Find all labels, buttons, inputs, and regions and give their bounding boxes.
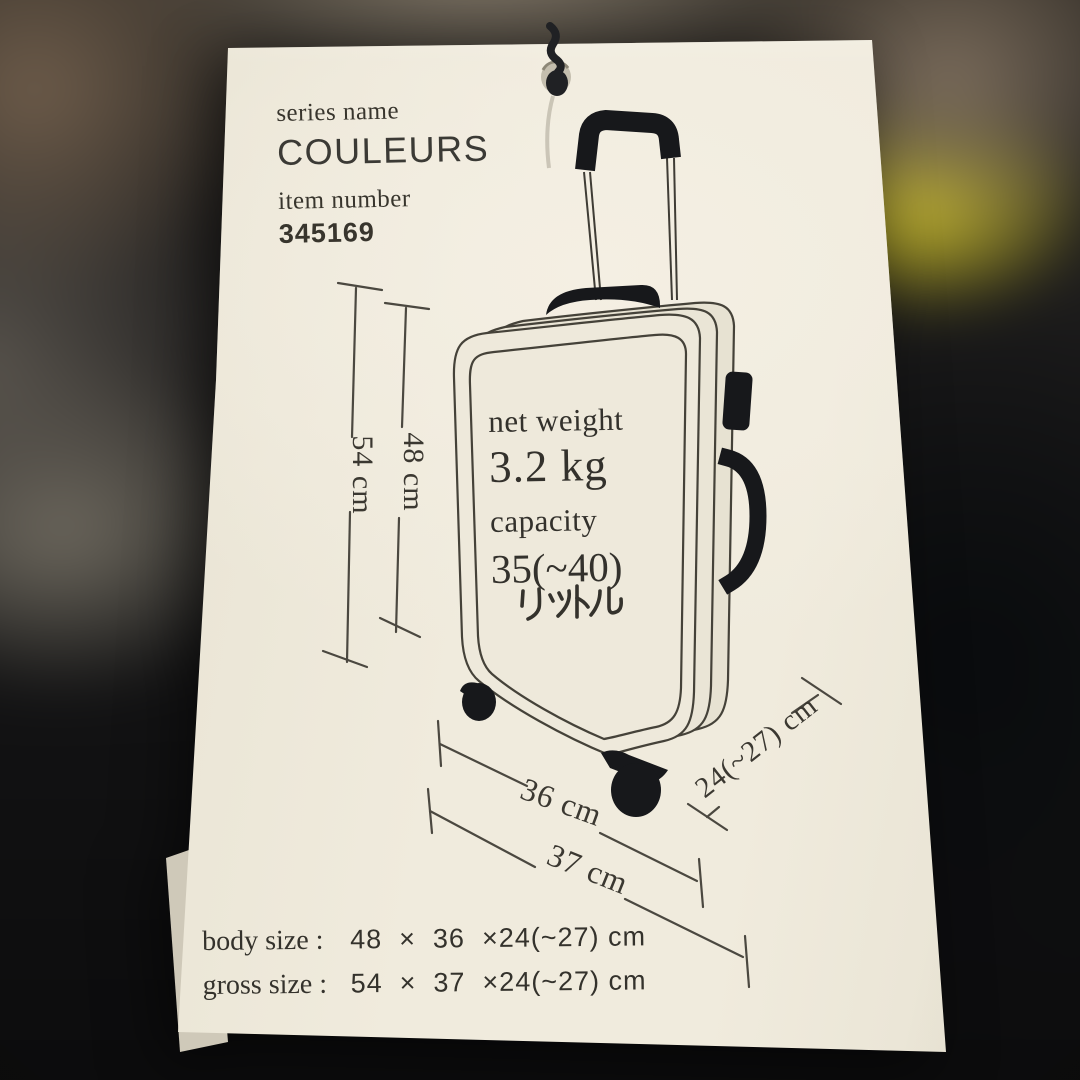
side-handle: [717, 447, 767, 595]
dim-line-37: [623, 897, 745, 959]
capacity-value: 35(~40): [490, 543, 623, 592]
body-size-value: 48 × 36 ×24(~27) cm: [349, 921, 647, 955]
body-size-row: body size : 48 × 36 ×24(~27) cm: [202, 921, 646, 958]
weight-capacity-block: net weight 3.2 kg capacity 35(~40): [488, 402, 626, 592]
tick: [697, 857, 705, 909]
capacity-unit-katakana: [520, 584, 623, 621]
dim-label-gross-width: 37 cm: [542, 836, 633, 901]
series-name-label: series name: [276, 97, 400, 127]
dimension-lines: [321, 281, 843, 989]
gross-size-row: gross size : 54 × 37 ×24(~27) cm: [202, 965, 646, 1002]
item-number-label: item number: [277, 185, 411, 215]
dim-line-48: [400, 306, 408, 429]
dim-line-37: [428, 809, 537, 869]
trolley-handle: [575, 109, 681, 172]
tick: [336, 281, 384, 292]
tick: [743, 934, 751, 989]
gross-size-value: 54 × 37 ×24(~27) cm: [350, 965, 647, 999]
dim-line-36: [598, 831, 699, 883]
dim-label-body-height: 48 cm: [397, 432, 430, 511]
tick: [383, 301, 431, 311]
series-info-block: series name COULEURS item number 345169: [276, 96, 491, 250]
dim-line-54: [350, 286, 358, 439]
dim-label-body-width: 36 cm: [516, 770, 607, 833]
front-panel-line: [468, 333, 688, 741]
net-weight-value: 3.2 kg: [488, 439, 609, 492]
tick: [800, 676, 843, 706]
lock: [722, 371, 753, 431]
case-hardware: [460, 284, 767, 817]
body-size-label: body size :: [202, 924, 324, 957]
capacity-label: capacity: [489, 502, 598, 539]
dim-line-36: [438, 742, 529, 788]
shell-front: [452, 313, 702, 757]
dim-line-24: [790, 693, 820, 715]
size-table: body size : 48 × 36 ×24(~27) cm gross si…: [202, 921, 647, 1014]
rear-wheel: [462, 683, 496, 721]
front-wheel: [611, 763, 661, 817]
dim-label-gross-height: 54 cm: [346, 435, 379, 514]
net-weight-label: net weight: [488, 401, 624, 439]
top-handle: [546, 284, 661, 315]
tick: [378, 616, 422, 639]
dim-line-24: [705, 805, 721, 819]
dim-line-54: [345, 510, 352, 664]
gross-size-label: gross size :: [202, 968, 328, 1001]
item-number-value: 345169: [278, 216, 376, 249]
case-shells: [452, 301, 736, 757]
dim-line-48: [394, 516, 401, 634]
trolley-struts: [583, 157, 678, 301]
series-name-value: COULEURS: [276, 127, 490, 173]
tick: [321, 649, 369, 669]
